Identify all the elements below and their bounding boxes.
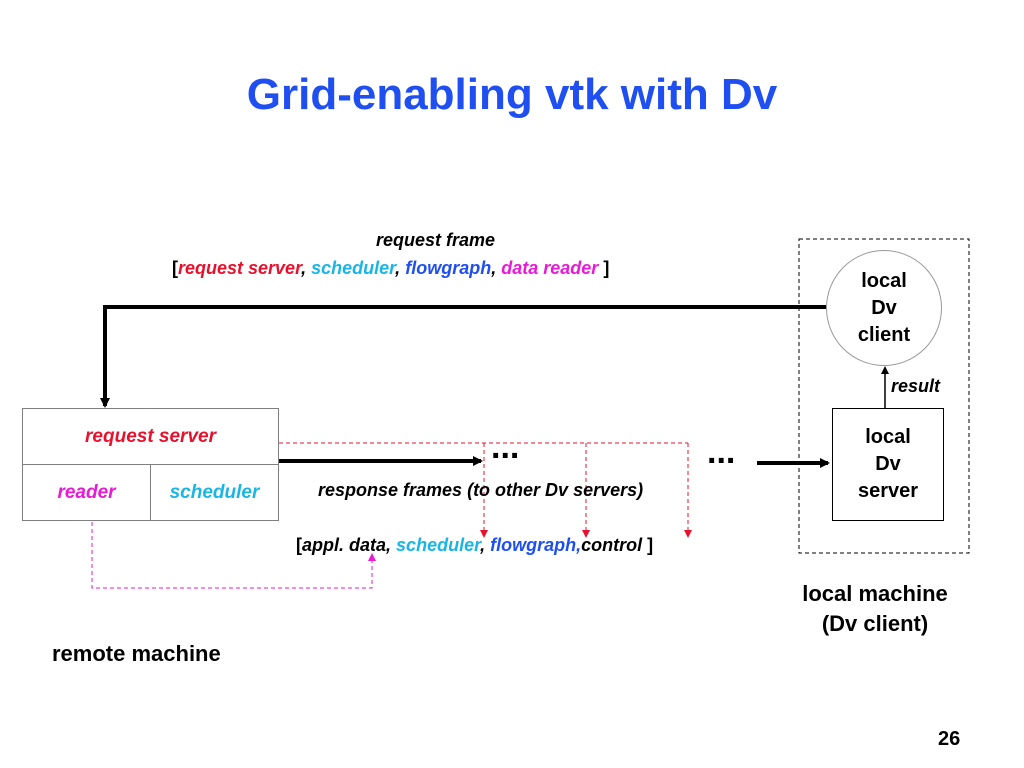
resp-sep-1: , [386, 535, 392, 555]
remote-machine-label: remote machine [52, 641, 221, 666]
local-dv-client-circle: local Dv client [826, 250, 942, 366]
local-dv-server-box: local Dv server [832, 408, 944, 521]
local-machine-line-1: local machine [802, 581, 948, 606]
resp-bracket-close: ] [647, 535, 654, 555]
request-server-box: request server reader scheduler [22, 408, 279, 521]
bracket-open: [ [172, 258, 178, 278]
rf-data-reader: data reader [501, 258, 599, 278]
page-number: 26 [938, 728, 961, 750]
client-line-3: client [857, 323, 911, 346]
request-frame-arrow [100, 305, 826, 408]
reader-label: reader [57, 482, 116, 503]
request-frame-heading: request frame [376, 230, 496, 250]
rf-sep-1: , [301, 258, 307, 278]
rf-sep-3: , [491, 258, 497, 278]
reader-cell: reader [23, 465, 151, 521]
local-machine-frame [798, 238, 970, 554]
response-frame-items: [appl. data, scheduler, flowgraph,contro… [296, 535, 653, 556]
rf-request-server: request server [178, 258, 302, 278]
local-dv-client-label: local Dv client [858, 268, 910, 349]
client-line-1: local [861, 269, 907, 292]
request-server-label: request server [85, 425, 216, 447]
resp-scheduler: scheduler [396, 535, 481, 555]
server-line-1: local [865, 426, 911, 448]
rf-sep-2: , [395, 258, 401, 278]
resp-flowgraph: flowgraph, [490, 535, 582, 555]
resp-control: control [581, 535, 643, 555]
client-line-2: Dv [871, 296, 897, 319]
rf-scheduler: scheduler [311, 258, 396, 278]
local-dv-server-label: local Dv server [858, 424, 918, 505]
request-frame-items: [request server, scheduler, flowgraph, d… [172, 258, 609, 279]
result-label: result [891, 376, 941, 396]
response-frames-label: response frames (to other Dv servers) [318, 480, 644, 500]
magenta-dashed-connector [91, 522, 376, 589]
resp-appl-data: appl. data [302, 535, 387, 555]
local-machine-label: local machine (Dv client) [770, 579, 980, 639]
ellipsis-left: ... [491, 428, 520, 466]
ellipsis-right: ... [707, 433, 736, 471]
server-line-2: Dv [875, 453, 901, 475]
slide-title: Grid-enabling vtk with Dv [246, 70, 778, 119]
local-machine-line-2: (Dv client) [821, 611, 929, 636]
scheduler-label: scheduler [169, 482, 260, 503]
scheduler-cell: scheduler [151, 465, 278, 521]
resp-bracket-open: [ [296, 535, 302, 555]
request-server-cell: request server [23, 409, 278, 465]
resp-sep-2: , [480, 535, 486, 555]
server-line-3: server [857, 480, 919, 502]
bracket-close: ] [603, 258, 610, 278]
rf-flowgraph: flowgraph [405, 258, 492, 278]
